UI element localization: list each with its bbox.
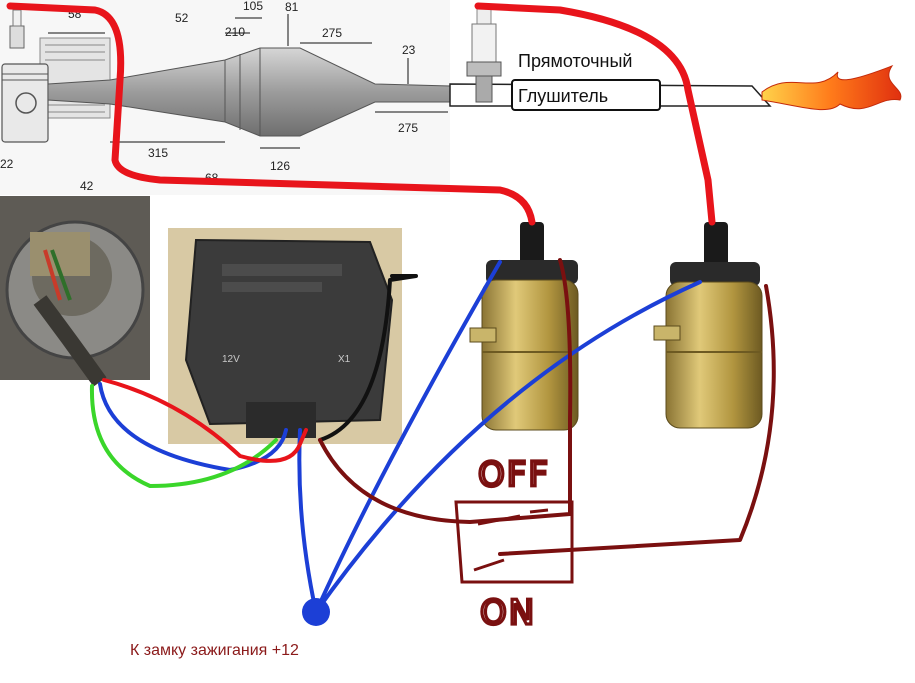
silencer-label-line2: Глушитель: [518, 86, 608, 106]
dim-label: 22: [0, 157, 14, 171]
green-wire: [89, 384, 278, 488]
dim-label: 23: [402, 43, 416, 57]
dim-label: 52: [175, 11, 189, 25]
ignition-coil-2: [653, 222, 763, 429]
dim-label: 210: [225, 25, 245, 39]
dim-label: 315: [148, 146, 168, 160]
hv-wire-front: [6, 2, 536, 226]
dim-label: 81: [285, 0, 299, 14]
off-on-switch[interactable]: [454, 500, 574, 584]
cdi-module-photo: 12V X1: [168, 228, 402, 444]
dim-label: 126: [270, 159, 290, 173]
piston: [1, 63, 49, 143]
dim-label: 275: [398, 121, 418, 135]
silencer-label-box: [511, 79, 661, 111]
switch-on-label: ON: [480, 593, 536, 633]
wires: [6, 2, 776, 614]
dim-label: 42: [80, 179, 94, 193]
dark-red-wire-1: [318, 258, 573, 524]
stator-photo: [0, 196, 150, 387]
silencer-label-line1: Прямоточный: [518, 51, 632, 71]
hv-wire-rear: [474, 2, 716, 226]
ignition-terminal-dot: [302, 598, 330, 626]
red-signal-wire: [102, 378, 308, 463]
module-voltage: 12V: [222, 354, 240, 365]
switch-off-label: OFF: [478, 455, 550, 495]
dim-label: 105: [243, 0, 263, 13]
dimension-lines: [48, 14, 448, 149]
exhaust-pipe-drawing: 58 52 105 210 81 275 23 275 315 126 68 4…: [0, 0, 451, 195]
spark-plug-cylinder: [9, 9, 25, 49]
flame-icon: [761, 64, 902, 111]
blue-wire: [98, 260, 702, 614]
black-ground-wire: [318, 274, 418, 442]
ignition-coil-1: [469, 222, 579, 431]
ignition-lock-caption: К замку зажигания +12: [130, 642, 299, 659]
cylinder-section: [39, 37, 111, 119]
dark-red-wire-2: [498, 284, 776, 556]
module-connector: X1: [338, 354, 351, 365]
dim-label: 275: [322, 26, 342, 40]
